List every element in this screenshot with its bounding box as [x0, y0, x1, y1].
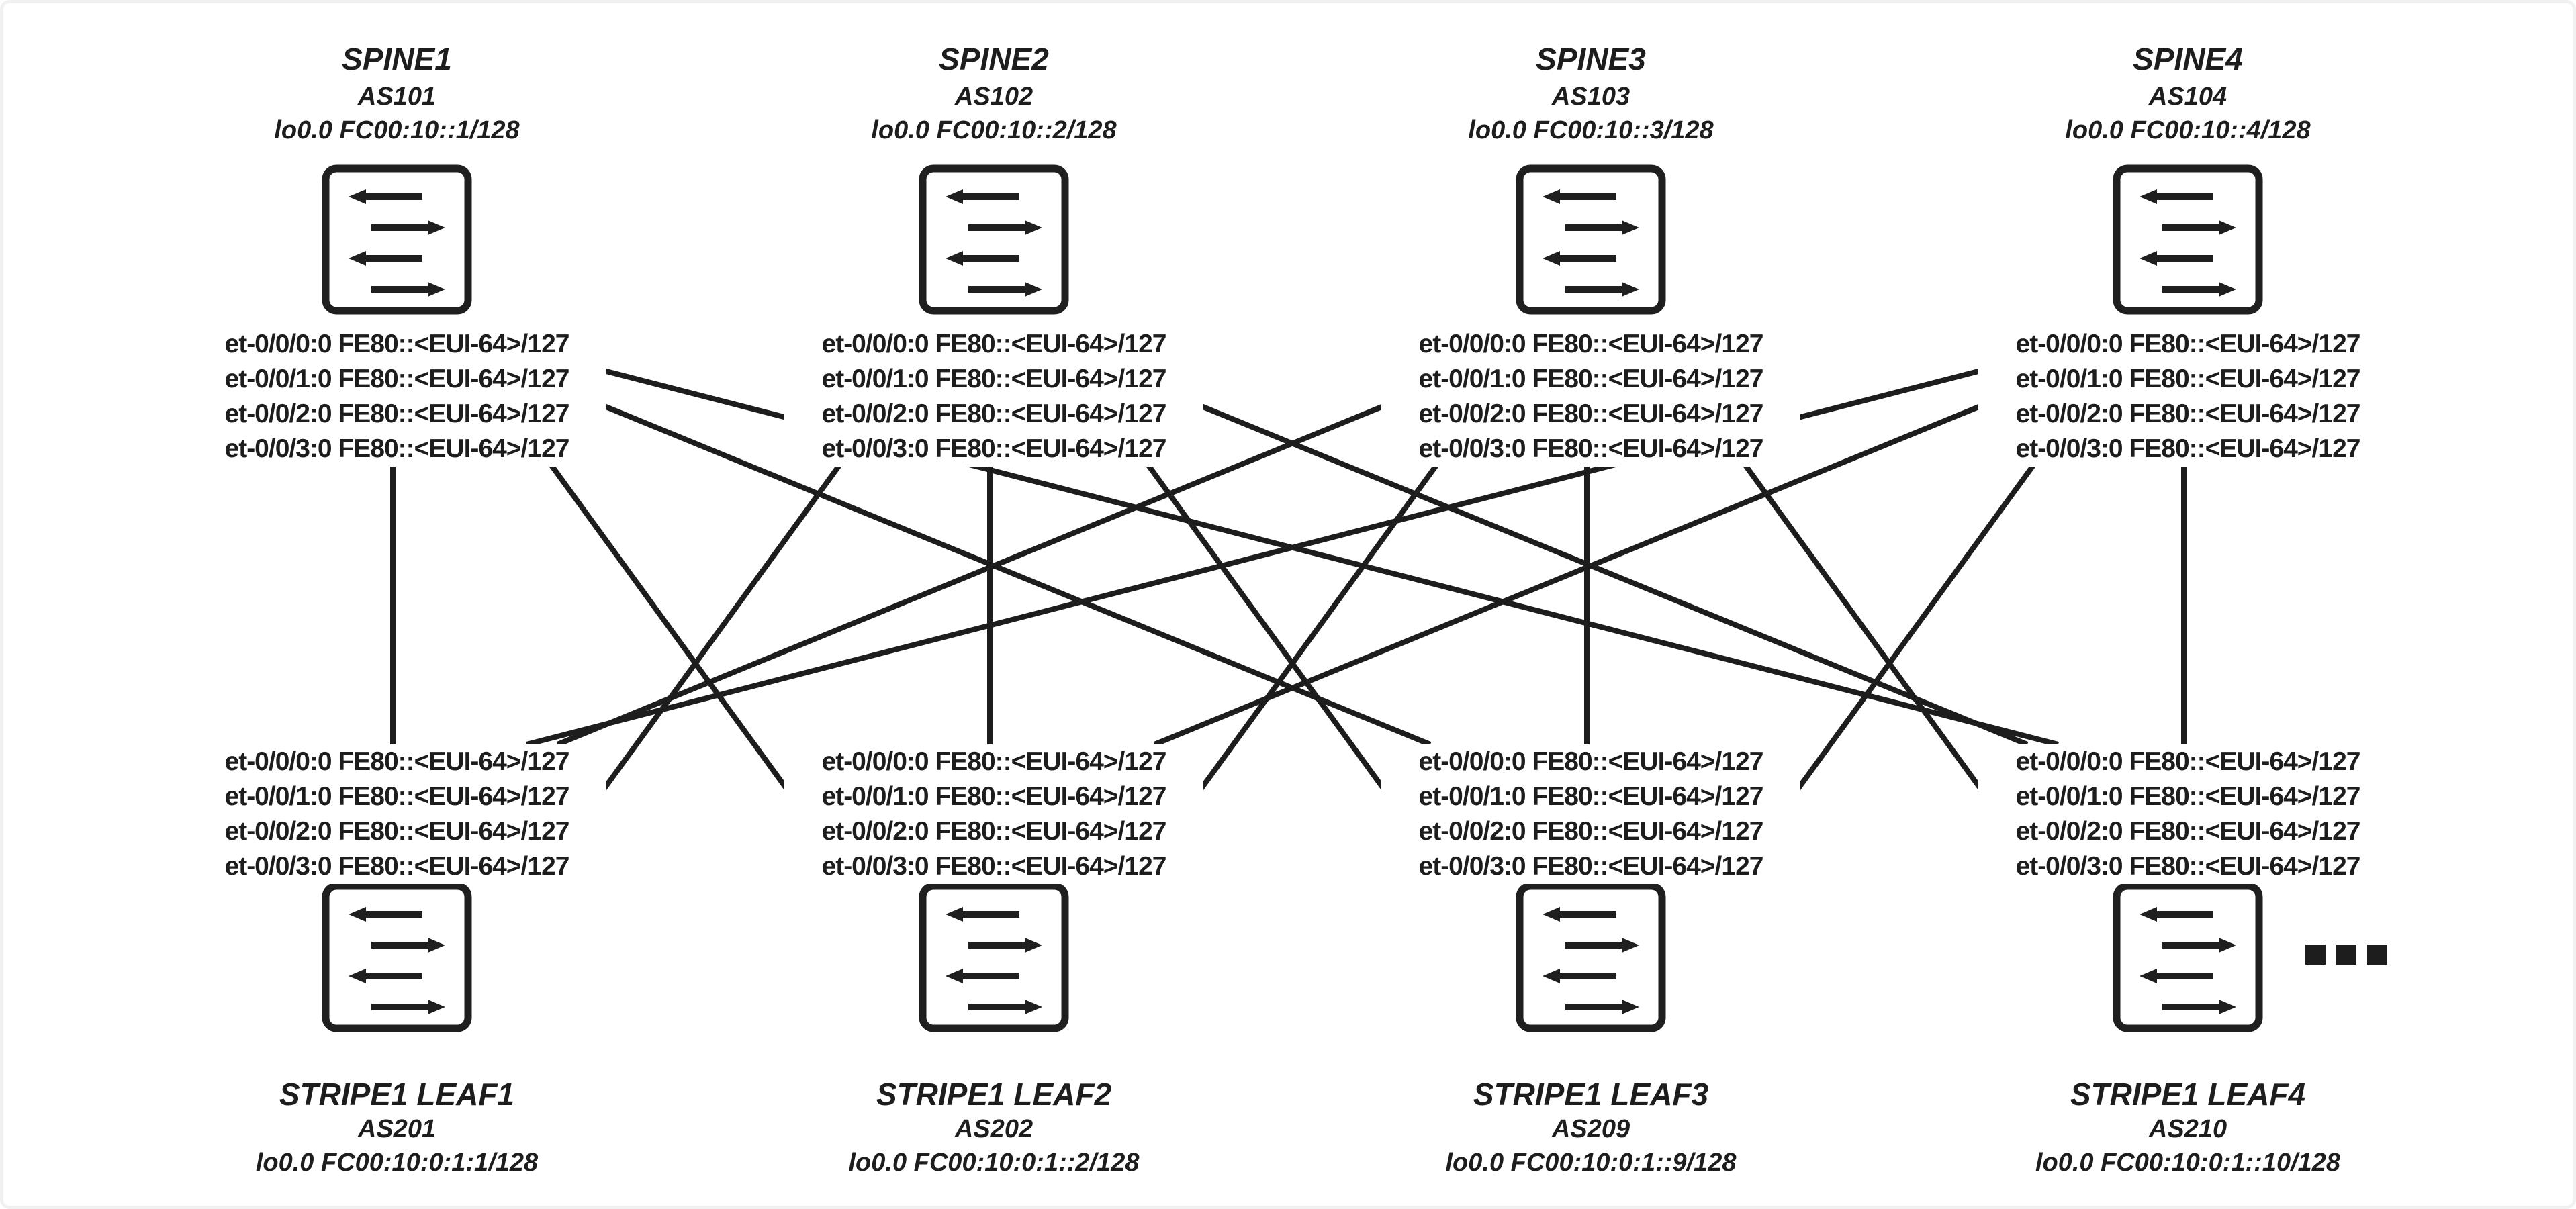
fabric-link: [1191, 463, 1439, 802]
fabric-link: [1743, 463, 1991, 802]
fabric-link: [549, 463, 797, 802]
more-leaves-dot: [2305, 945, 2326, 965]
fabric-link: [1788, 463, 2036, 802]
fabric-link: [556, 402, 1388, 747]
fabric-link: [1197, 402, 2029, 747]
more-leaves-dot: [2336, 945, 2356, 965]
more-leaves-dot: [2367, 945, 2387, 965]
links-layer: [390, 367, 2187, 879]
more-leaves-indicator: [2305, 945, 2398, 968]
fabric-link: [1146, 463, 1394, 802]
link-arrowhead-icon: [1564, 857, 1610, 879]
fabric-link: [594, 463, 842, 802]
fabric-link: [1153, 402, 1985, 747]
